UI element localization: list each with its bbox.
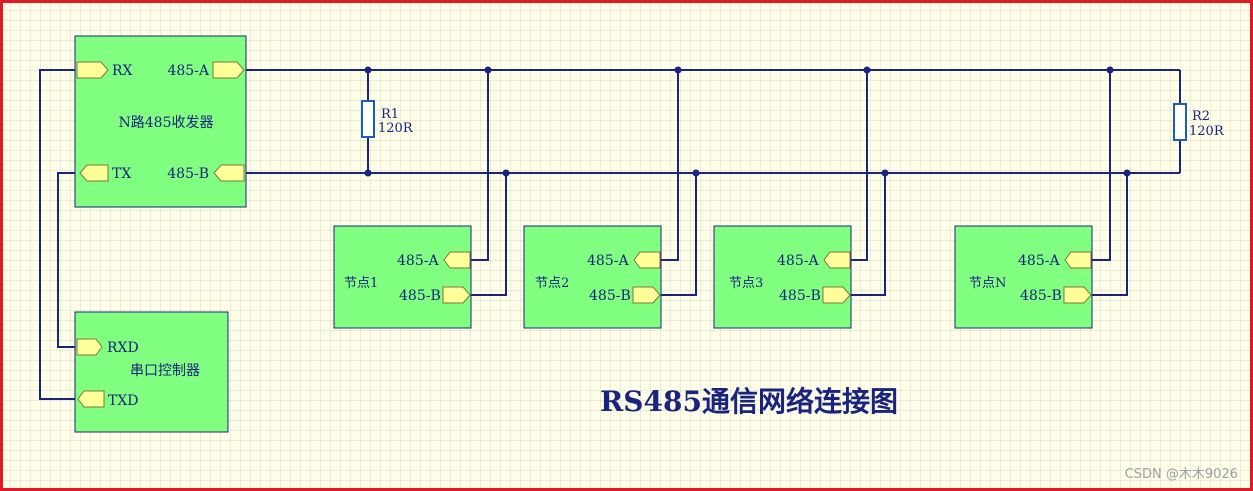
junction-dot	[1123, 169, 1131, 177]
resistor-r1-body	[361, 100, 375, 138]
node-3-b-label: 485-B	[779, 288, 821, 304]
nodeN-b-wire	[1092, 173, 1128, 296]
node-1-b-port-icon	[442, 286, 471, 304]
node-1-body	[333, 225, 472, 329]
resistor-r2-value: 120R	[1189, 124, 1225, 139]
a-port-icon	[212, 61, 245, 79]
tx-label: TX	[112, 166, 131, 182]
node2-b-wire	[661, 173, 697, 296]
node-3-b-port-icon	[822, 286, 851, 304]
junction-dot	[502, 169, 510, 177]
junctions	[364, 66, 1131, 177]
node-n-b-label: 485-B	[1020, 288, 1062, 304]
resistor-r2-body	[1173, 103, 1187, 141]
node-n: 节点N 485-A 485-B	[954, 225, 1093, 329]
rxd-label: RXD	[107, 340, 139, 356]
controller-name: 串口控制器	[130, 363, 200, 379]
junction-dot	[881, 169, 889, 177]
wires	[39, 69, 1181, 400]
tx-port-icon	[79, 164, 109, 182]
tx-rxd-wire	[57, 172, 75, 348]
node-n-a-label: 485-A	[1018, 253, 1060, 269]
txd-label: TXD	[108, 393, 139, 409]
controller-block: RXD 串口控制器 TXD	[74, 311, 229, 433]
junction-dot	[863, 66, 871, 74]
node-2-b-port-icon	[632, 286, 661, 304]
node-2-a-label: 485-A	[587, 253, 629, 269]
node-1-b-label: 485-B	[399, 288, 441, 304]
transceiver-b-label: 485-B	[167, 166, 209, 182]
node-3-a-label: 485-A	[777, 253, 819, 269]
node-3-body	[713, 225, 852, 329]
node-n-a-port-icon	[1064, 251, 1092, 269]
junction-dot	[364, 169, 372, 177]
node-1-a-label: 485-A	[397, 253, 439, 269]
transceiver-name: N路485收发器	[119, 115, 214, 131]
resistor-r2: R2 120R	[1173, 103, 1225, 141]
junction-dot	[1106, 66, 1114, 74]
nodeN-a-wire	[1092, 70, 1111, 261]
node-n-b-port-icon	[1063, 286, 1092, 304]
resistor-r1-ref: R1	[381, 107, 399, 122]
node-2: 节点2 485-A 485-B	[523, 225, 662, 329]
node-3-name: 节点3	[729, 276, 763, 291]
txd-port-icon	[77, 390, 105, 408]
watermark: CSDN @木木9026	[1125, 467, 1238, 482]
node3-b-wire	[851, 173, 886, 296]
diagram-title: RS485通信网络连接图	[600, 385, 898, 418]
resistor-r1: R1 120R	[361, 100, 414, 138]
node-3-a-port-icon	[823, 251, 851, 269]
node-1-name: 节点1	[344, 276, 378, 291]
transceiver-block: RX TX 485-A 485-B N路485收发器	[74, 35, 247, 208]
node-2-a-port-icon	[633, 251, 661, 269]
junction-dot	[484, 66, 492, 74]
junction-dot	[674, 66, 682, 74]
rxd-port-icon	[76, 338, 103, 356]
node-2-name: 节点2	[535, 276, 569, 291]
node-2-body	[523, 225, 662, 329]
node-3: 节点3 485-A 485-B	[713, 225, 852, 329]
rx-txd-wire	[39, 69, 75, 400]
node1-b-wire	[471, 173, 507, 296]
node-2-b-label: 485-B	[589, 288, 631, 304]
resistor-r2-ref: R2	[1192, 109, 1210, 124]
junction-dot	[364, 66, 372, 74]
node-n-name: 节点N	[969, 276, 1006, 291]
node-1: 节点1 485-A 485-B	[333, 225, 472, 329]
rx-label: RX	[112, 63, 133, 79]
transceiver-a-label: 485-A	[167, 63, 209, 79]
node3-a-wire	[851, 70, 868, 261]
node-1-a-port-icon	[443, 251, 471, 269]
resistor-r1-value: 120R	[378, 121, 414, 136]
rx-port-icon	[76, 61, 109, 79]
node-n-body	[954, 225, 1093, 329]
node1-a-wire	[471, 70, 489, 261]
junction-dot	[692, 169, 700, 177]
node2-a-wire	[661, 70, 679, 261]
controller-body	[74, 311, 229, 433]
b-port-icon	[213, 164, 245, 182]
